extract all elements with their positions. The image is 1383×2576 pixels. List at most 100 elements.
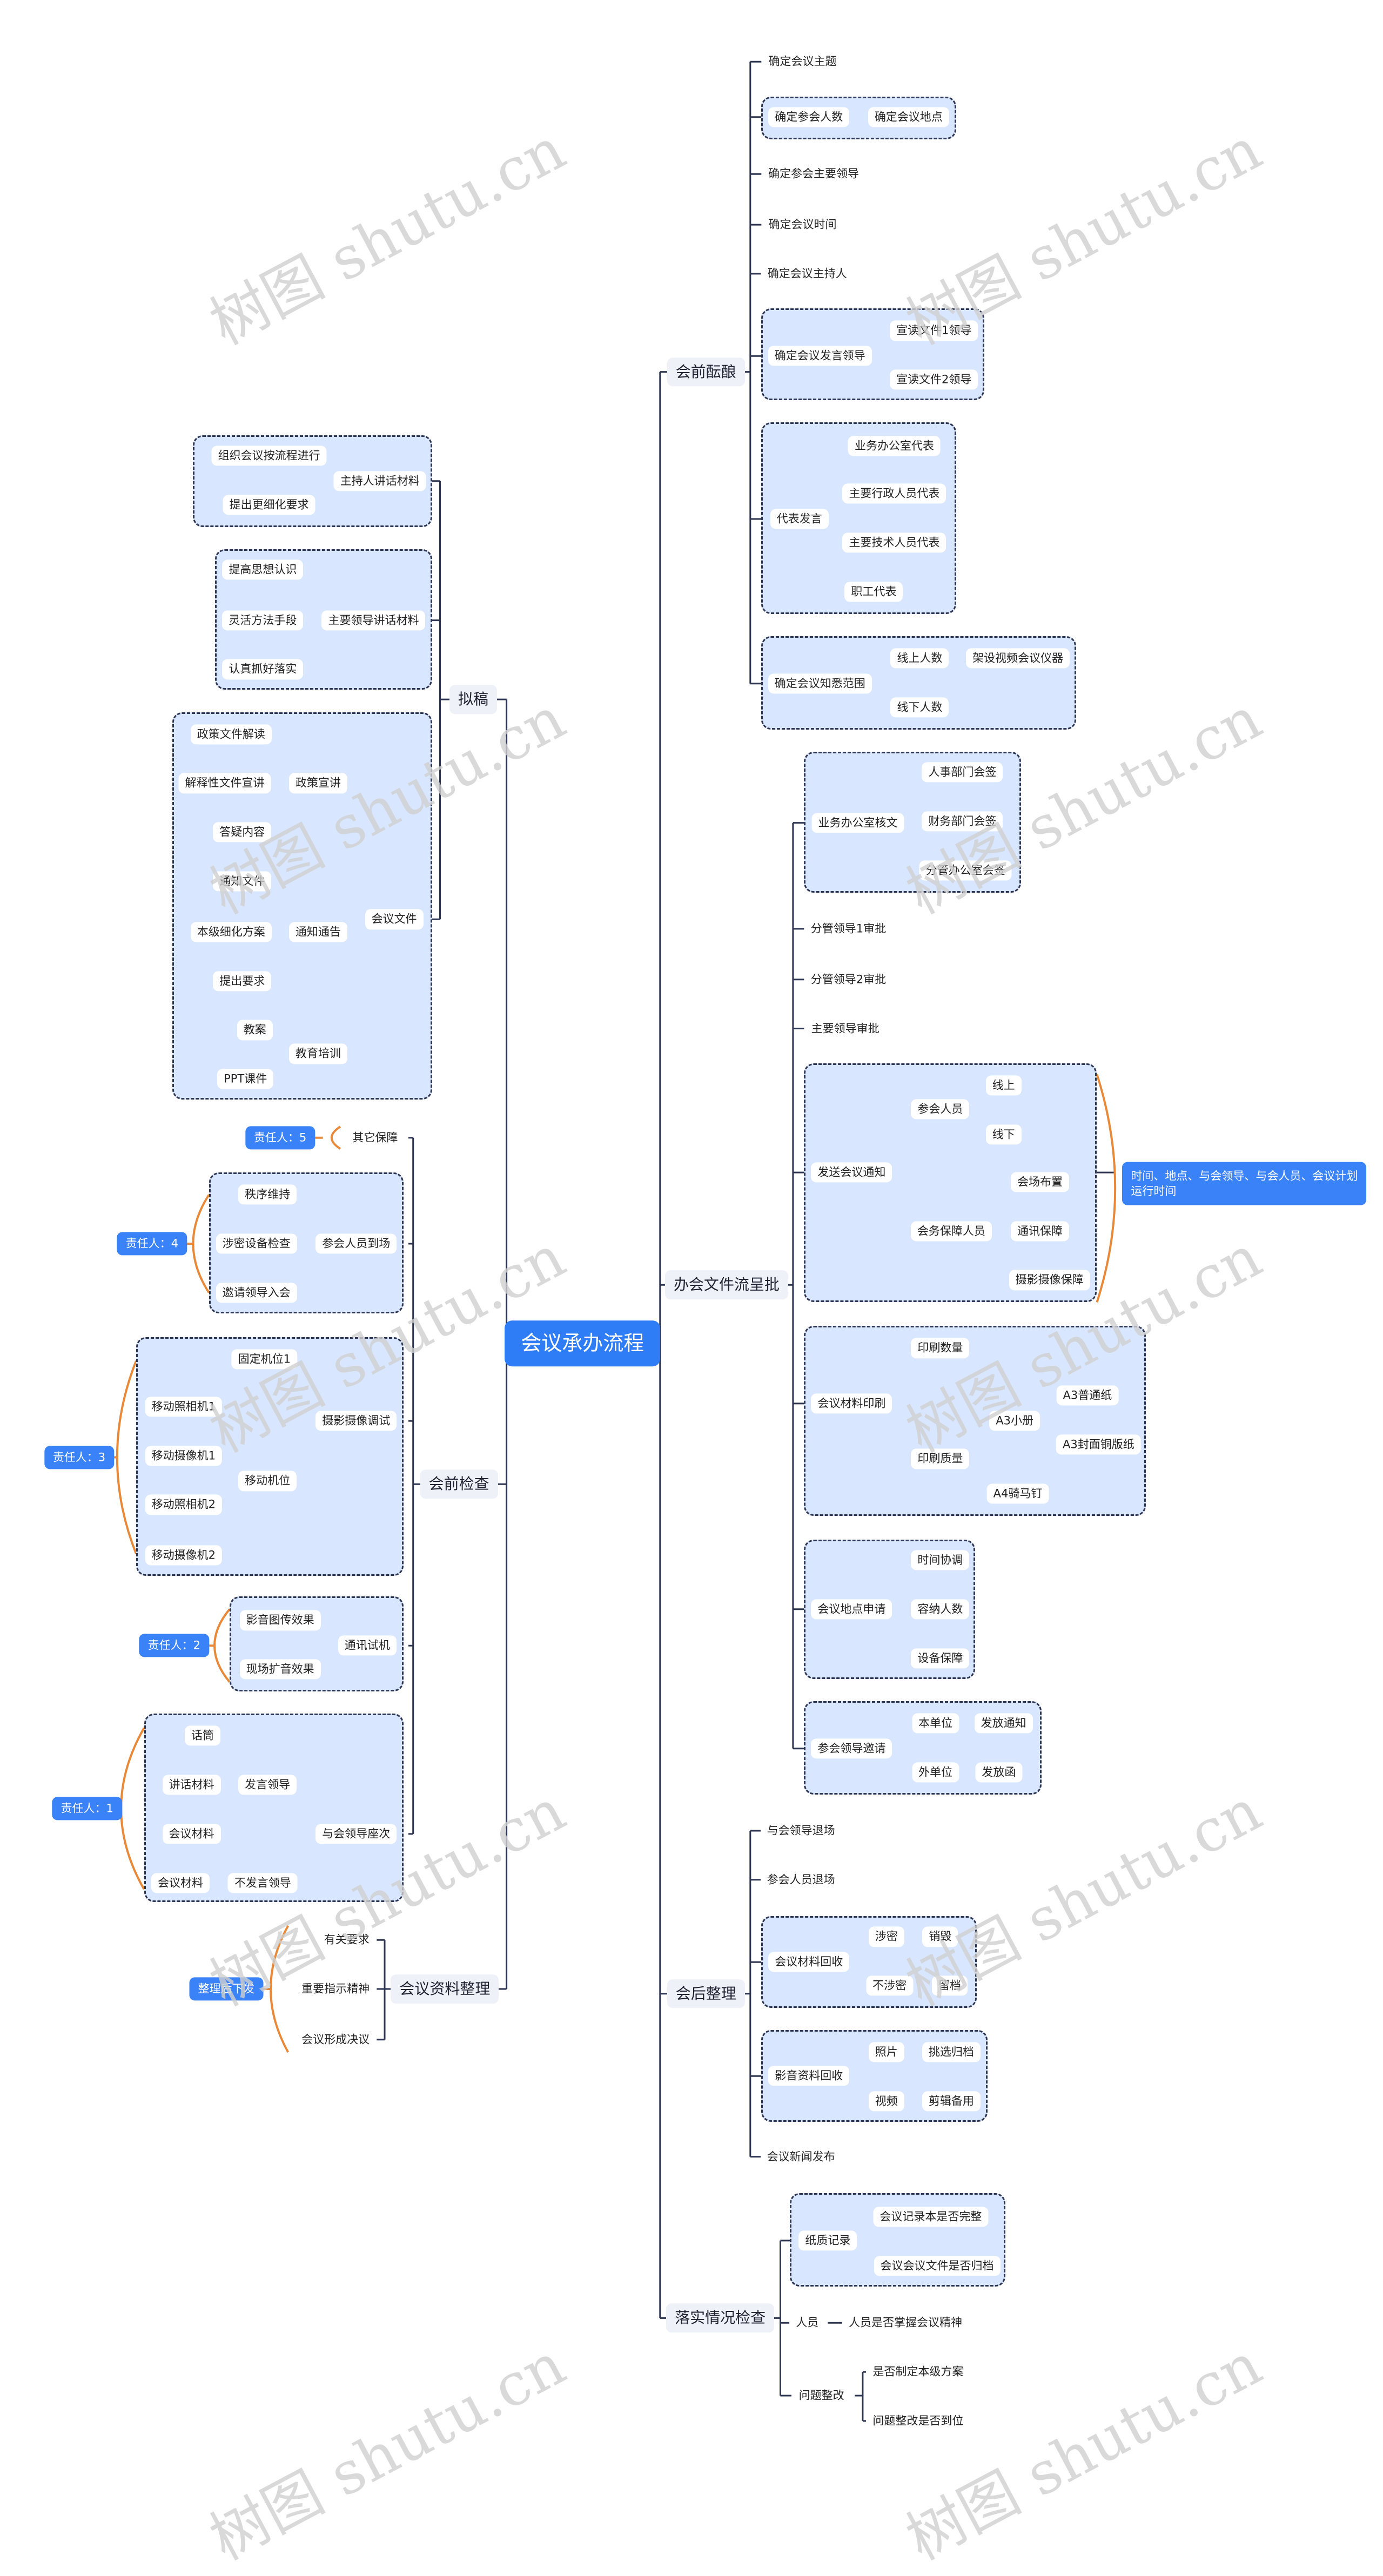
topic-node[interactable]: 移动照相机1 [145, 1397, 223, 1417]
topic-node[interactable]: A3封面铜版纸 [1056, 1434, 1141, 1455]
topic-node[interactable]: 确定参会主要领导 [762, 164, 866, 184]
topic-node[interactable]: 会议材料回收 [768, 1952, 850, 1972]
topic-node[interactable]: 会议材料 [151, 1873, 210, 1893]
topic-node[interactable]: 确定会议发言领导 [768, 346, 872, 366]
topic-node[interactable]: PPT课件 [217, 1069, 274, 1089]
topic-node[interactable]: 人员 [789, 2312, 825, 2333]
topic-node[interactable]: 纸质记录 [798, 2230, 857, 2251]
topic-node[interactable]: 财务部门会签 [922, 811, 1003, 832]
topic-node[interactable]: 剪辑备用 [922, 2091, 981, 2112]
topic-node[interactable]: 印刷质量 [911, 1448, 970, 1469]
topic-node[interactable]: 人事部门会签 [922, 762, 1003, 783]
topic-node[interactable]: 认真抓好落实 [222, 659, 304, 679]
topic-node[interactable]: 主要行政人员代表 [842, 483, 946, 504]
topic-node[interactable]: 移动机位 [238, 1471, 297, 1492]
topic-node[interactable]: 移动摄像机2 [145, 1545, 223, 1566]
topic-node[interactable]: 通知文件 [213, 871, 272, 892]
topic-node[interactable]: 参会人员 [911, 1099, 970, 1120]
topic-node[interactable]: 发放通知 [974, 1713, 1033, 1734]
topic-node[interactable]: 主持人讲话材料 [333, 471, 426, 491]
topic-node[interactable]: 提出要求 [213, 971, 272, 992]
topic-node[interactable]: 通讯试机 [338, 1635, 397, 1656]
topic-node[interactable]: 涉密 [868, 1926, 904, 1947]
root-topic[interactable]: 会议承办流程 [505, 1320, 661, 1367]
topic-node[interactable]: 现场扩音效果 [239, 1659, 321, 1680]
topic-node[interactable]: 线上人数 [890, 648, 949, 669]
topic-node[interactable]: 确定会议主持人 [761, 264, 854, 284]
topic-node[interactable]: 与会领导退场 [760, 1820, 842, 1841]
topic-node[interactable]: 宣读文件2领导 [890, 369, 978, 390]
topic-node[interactable]: 线下 [985, 1124, 1022, 1145]
topic-node[interactable]: 移动摄像机1 [145, 1446, 223, 1466]
branch-document-approval[interactable]: 办会文件流呈批 [664, 1270, 788, 1299]
branch-pre-check[interactable]: 会前检查 [420, 1469, 498, 1499]
topic-node[interactable]: 教案 [237, 1020, 273, 1041]
topic-node[interactable]: 邀请领导入会 [216, 1283, 297, 1303]
topic-node[interactable]: 影音图传效果 [239, 1610, 321, 1630]
topic-node[interactable]: 主要领导讲话材料 [321, 610, 426, 631]
responsible-tag-3[interactable]: 责任人：3 [44, 1445, 115, 1469]
topic-node[interactable]: 不发言领导 [227, 1873, 298, 1893]
topic-node[interactable]: 固定机位1 [231, 1349, 297, 1370]
topic-node[interactable]: 政策文件解读 [190, 724, 272, 745]
topic-node[interactable]: 问题整改是否到位 [866, 2411, 970, 2431]
topic-node[interactable]: 政策宣讲 [288, 773, 347, 793]
topic-node[interactable]: 发送会议通知 [811, 1162, 892, 1183]
branch-meeting-prep[interactable]: 会前酝酿 [667, 357, 745, 387]
topic-node[interactable]: 话筒 [185, 1725, 221, 1746]
topic-node[interactable]: 发言领导 [238, 1775, 297, 1795]
branch-implementation-check[interactable]: 落实情况检查 [666, 2303, 775, 2333]
topic-node[interactable]: 会务保障人员 [910, 1220, 992, 1242]
topic-node[interactable]: 与会领导座次 [315, 1824, 397, 1844]
topic-node[interactable]: 业务办公室核文 [811, 813, 904, 833]
topic-node[interactable]: 分管领导2审批 [804, 969, 893, 990]
responsible-tag-4[interactable]: 责任人：4 [117, 1232, 187, 1256]
topic-node[interactable]: A3小册 [989, 1411, 1040, 1431]
topic-node[interactable]: 参会人员退场 [760, 1870, 842, 1890]
topic-node[interactable]: 参会人员到场 [315, 1233, 397, 1254]
topic-node[interactable]: 摄影摄像调试 [315, 1411, 397, 1431]
topic-node[interactable]: 确定会议知悉范围 [768, 673, 872, 694]
topic-node[interactable]: 会场布置 [1011, 1172, 1069, 1192]
topic-node[interactable]: 摄影摄像保障 [1009, 1270, 1090, 1290]
topic-node[interactable]: 外单位 [912, 1762, 959, 1783]
topic-node[interactable]: 会议材料 [162, 1824, 221, 1844]
topic-node[interactable]: 业务办公室代表 [848, 436, 941, 456]
topic-node[interactable]: 会议新闻发布 [760, 2146, 842, 2167]
topic-node[interactable]: 涉密设备检查 [216, 1233, 297, 1254]
topic-node[interactable]: 会议形成决议 [295, 2029, 377, 2050]
topic-node[interactable]: 答疑内容 [213, 822, 272, 842]
topic-node[interactable]: 通知通告 [288, 922, 347, 942]
topic-node[interactable]: 销毁 [922, 1926, 958, 1947]
topic-node[interactable]: 会议文件 [365, 909, 424, 929]
topic-node[interactable]: 影音资料回收 [768, 2066, 850, 2086]
topic-node[interactable]: 讲话材料 [162, 1775, 221, 1795]
topic-node[interactable]: 本级细化方案 [190, 922, 272, 942]
topic-node[interactable]: 问题整改 [792, 2385, 851, 2406]
topic-node[interactable]: 宣读文件1领导 [890, 320, 978, 341]
topic-node[interactable]: 职工代表 [844, 582, 903, 602]
responsible-tag-1[interactable]: 责任人：1 [52, 1797, 122, 1820]
topic-node[interactable]: 线上 [985, 1075, 1022, 1096]
topic-node[interactable]: 分管领导1审批 [804, 919, 893, 939]
topic-node[interactable]: 印刷数量 [911, 1338, 970, 1358]
topic-node[interactable]: 主要技术人员代表 [842, 532, 946, 553]
topic-node[interactable]: 确定会议地点 [868, 107, 949, 127]
topic-node[interactable]: 会议材料印刷 [811, 1393, 892, 1414]
topic-node[interactable]: 移动照相机2 [145, 1494, 223, 1515]
branch-drafting[interactable]: 拟稿 [449, 685, 498, 714]
topic-node[interactable]: 会议记录本是否完整 [873, 2207, 989, 2227]
topic-node[interactable]: 代表发言 [770, 509, 829, 529]
topic-node[interactable]: 分管办公室会签 [919, 860, 1012, 881]
topic-node[interactable]: 组织会议按流程进行 [211, 446, 327, 466]
topic-node[interactable]: 提高思想认识 [222, 559, 304, 580]
topic-node[interactable]: 其它保障 [346, 1128, 405, 1148]
topic-node[interactable]: A4骑马钉 [986, 1483, 1049, 1504]
topic-node[interactable]: 时间协调 [911, 1550, 970, 1570]
topic-node[interactable]: 挑选归档 [922, 2042, 981, 2062]
topic-node[interactable]: 视频 [868, 2091, 904, 2112]
topic-node[interactable]: 确定参会人数 [768, 107, 850, 127]
topic-node[interactable]: 秩序维持 [238, 1184, 297, 1205]
branch-materials[interactable]: 会议资料整理 [391, 1974, 499, 2004]
topic-node[interactable]: 有关要求 [317, 1930, 376, 1950]
